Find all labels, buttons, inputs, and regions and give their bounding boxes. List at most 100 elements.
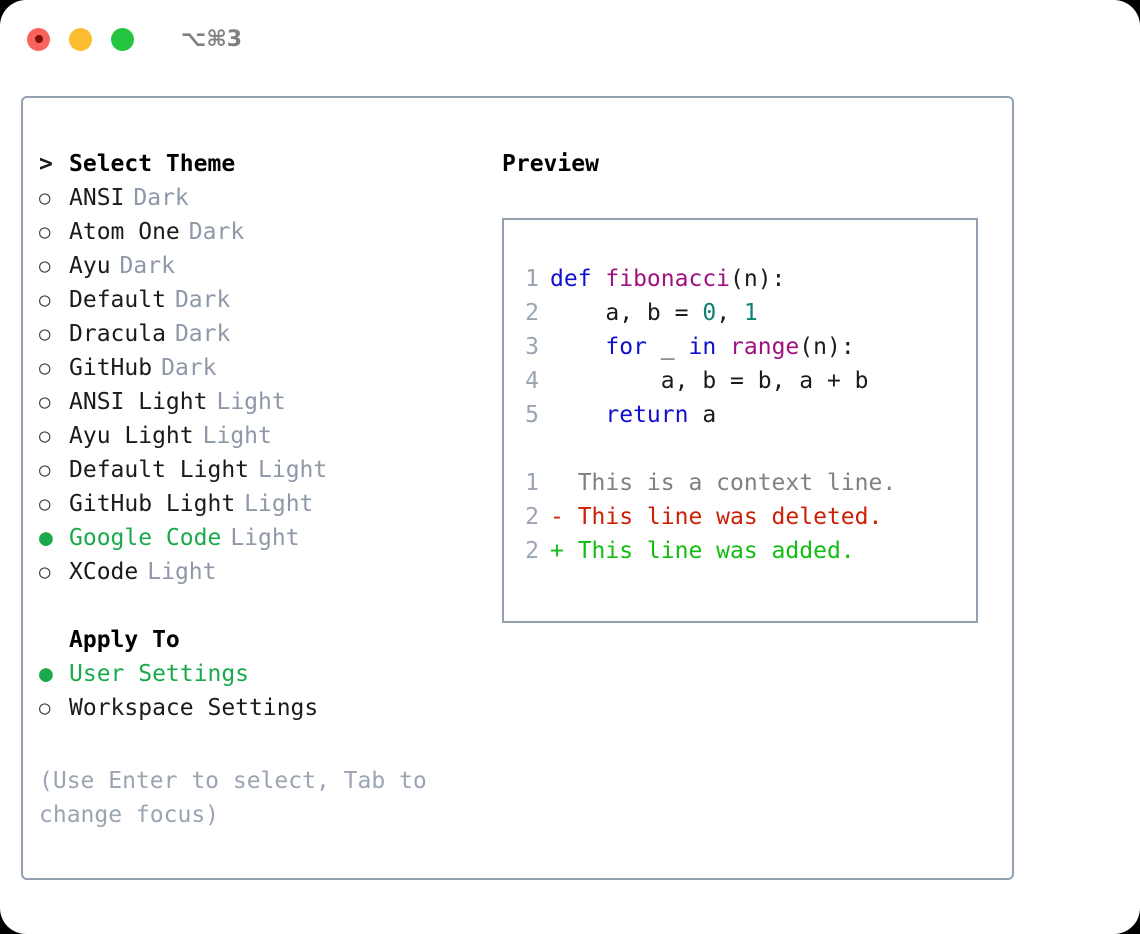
theme-option-7[interactable]: ○ Ayu Light Light <box>39 419 489 453</box>
code-text: def fibonacci(n): <box>550 262 785 296</box>
radio-unselected-icon[interactable]: ○ <box>39 459 51 481</box>
token-kw: in <box>688 334 717 360</box>
token-pln: (n): <box>730 266 786 292</box>
traffic-lights <box>27 27 134 51</box>
theme-option-0[interactable]: ○ ANSI Dark <box>39 181 489 215</box>
theme-option-4[interactable]: ○ Dracula Dark <box>39 317 489 351</box>
diff-text-ctx: This is a context line. <box>550 470 897 496</box>
theme-option-variant-tag: Light <box>244 491 314 517</box>
radio-unselected-icon[interactable]: ○ <box>39 697 51 719</box>
preview-title: Preview <box>502 151 599 177</box>
theme-option-label: GitHub <box>69 355 153 381</box>
token-kw: def <box>550 266 606 292</box>
radio-selected-icon[interactable]: ● <box>39 525 53 551</box>
radio-unselected-icon[interactable]: ○ <box>39 357 51 379</box>
theme-option-label: Default Light <box>69 457 250 483</box>
theme-option-label: Ayu Light <box>69 423 194 449</box>
token-fn: range <box>730 334 800 360</box>
apply-to-header: Apply To <box>39 623 489 657</box>
theme-option-label: Default <box>69 287 166 313</box>
theme-option-variant-tag: Dark <box>174 287 231 313</box>
theme-option-variant-tag: Light <box>202 423 272 449</box>
radio-unselected-icon[interactable]: ○ <box>39 289 51 311</box>
token-num: 1 <box>743 300 758 326</box>
code-line-4: 4 a, b = b, a + b <box>515 364 972 398</box>
code-blank-line <box>515 432 972 466</box>
window-title: ⌥⌘3 <box>181 26 243 52</box>
code-line-2: 2 a, b = 0, 1 <box>515 296 972 330</box>
section-spacer <box>39 589 489 623</box>
apply-to-list: ● User Settings ○Workspace Settings <box>39 657 489 725</box>
line-number: 2 <box>525 504 539 530</box>
radio-unselected-icon[interactable]: ○ <box>39 221 51 243</box>
code-text: a, b = b, a + b <box>550 364 869 398</box>
theme-option-9[interactable]: ○ GitHub Light Light <box>39 487 489 521</box>
prompt-caret-icon: > <box>39 151 53 177</box>
line-number: 2 <box>525 300 539 326</box>
apply-option-label: User Settings <box>69 661 250 687</box>
diff-line-0: 1 This is a context line. <box>515 466 972 500</box>
theme-option-variant-tag: Light <box>216 389 286 415</box>
token-pln: a, b = b, a + b <box>550 368 869 394</box>
theme-option-variant-tag: Dark <box>119 253 175 279</box>
code-text: a, b = 0, 1 <box>550 296 758 330</box>
radio-unselected-icon[interactable]: ○ <box>39 561 51 583</box>
token-kw: return <box>605 402 689 428</box>
token-pln: _ <box>646 334 689 360</box>
theme-option-label: GitHub Light <box>69 491 236 517</box>
token-num: 0 <box>702 300 717 326</box>
radio-unselected-icon[interactable]: ○ <box>39 391 51 413</box>
theme-option-10[interactable]: ● Google Code Light <box>39 521 489 555</box>
line-number: 5 <box>525 402 539 428</box>
token-pln: a, b = <box>550 300 703 326</box>
theme-option-label: Atom One <box>69 219 180 245</box>
radio-unselected-icon[interactable]: ○ <box>39 493 51 515</box>
theme-option-2[interactable]: ○ Ayu Dark <box>39 249 489 283</box>
diff-line-2: 2+ This line was added. <box>515 534 972 568</box>
theme-option-variant-tag: Light <box>147 559 217 585</box>
close-window-button[interactable] <box>27 27 50 51</box>
apply-option-1[interactable]: ○Workspace Settings <box>39 691 489 725</box>
radio-unselected-icon[interactable]: ○ <box>39 425 51 447</box>
theme-option-5[interactable]: ○ GitHub Dark <box>39 351 489 385</box>
apply-option-0[interactable]: ● User Settings <box>39 657 489 691</box>
minimize-window-button[interactable] <box>69 27 92 51</box>
theme-option-label: Ayu <box>69 253 111 279</box>
line-number: 1 <box>525 470 539 496</box>
apply-to-label: Apply To <box>69 627 180 653</box>
code-line-3: 3 for _ in range(n): <box>515 330 972 364</box>
theme-option-variant-tag: Dark <box>133 185 189 211</box>
title-bar: ⌥⌘3 <box>0 0 1140 78</box>
theme-option-label: Dracula <box>69 321 166 347</box>
theme-option-variant-tag: Dark <box>161 355 217 381</box>
code-text: return a <box>550 398 716 432</box>
select-theme-header: > Select Theme <box>39 147 489 181</box>
radio-unselected-icon[interactable]: ○ <box>39 323 51 345</box>
radio-unselected-icon[interactable]: ○ <box>39 255 51 277</box>
radio-selected-icon[interactable]: ● <box>39 661 53 687</box>
theme-option-variant-tag: Dark <box>174 321 231 347</box>
token-pln <box>716 334 730 360</box>
theme-option-variant-tag: Light <box>230 525 300 551</box>
line-number: 4 <box>525 368 539 394</box>
select-theme-label: Select Theme <box>69 151 236 177</box>
line-number: 3 <box>525 334 539 360</box>
token-pln <box>550 402 605 428</box>
radio-unselected-icon[interactable]: ○ <box>39 187 51 209</box>
theme-option-label: Google Code <box>69 525 222 551</box>
theme-option-label: ANSI <box>69 185 125 211</box>
keyboard-hint: (Use Enter to select, Tab to change focu… <box>39 768 441 828</box>
theme-option-6[interactable]: ○ ANSI Light Light <box>39 385 489 419</box>
maximize-window-button[interactable] <box>111 27 134 51</box>
theme-option-3[interactable]: ○ Default Dark <box>39 283 489 317</box>
theme-option-label: ANSI Light <box>69 389 208 415</box>
